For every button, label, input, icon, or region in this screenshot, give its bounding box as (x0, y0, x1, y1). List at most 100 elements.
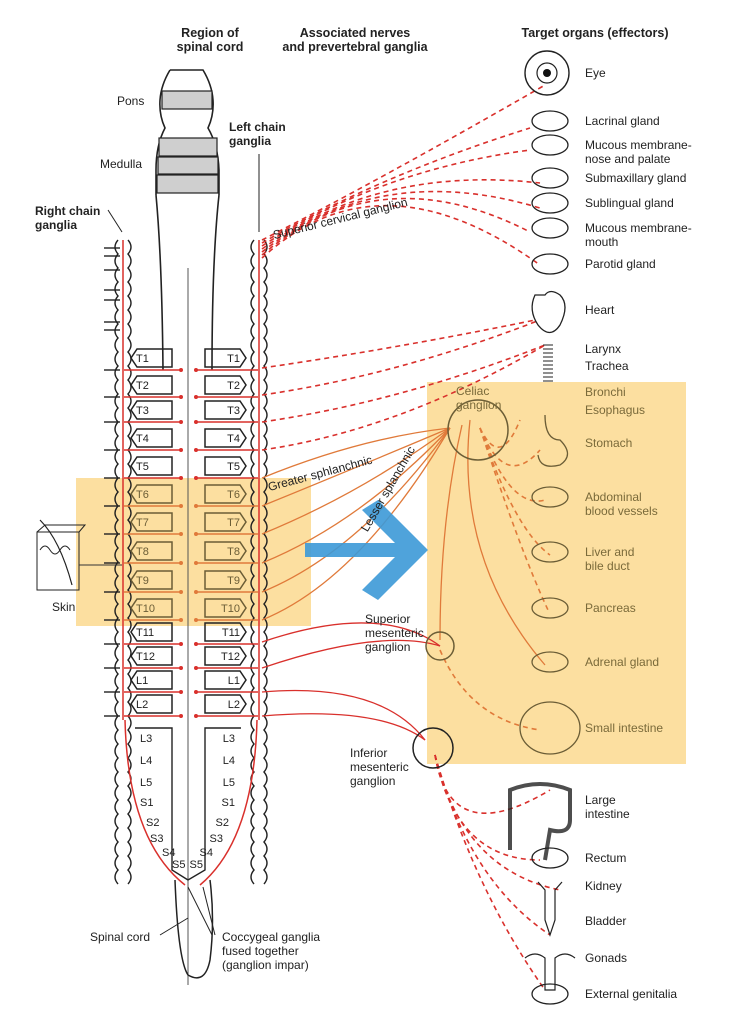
segment-label-left-S2: S2 (146, 817, 159, 829)
rectum-icon (531, 847, 569, 869)
eye-iris (536, 62, 558, 84)
segment-box-left-T5 (130, 456, 173, 476)
organ-label-blood-vessels: Abdominal blood vessels (585, 490, 658, 518)
segment-box-right-T2 (204, 375, 247, 395)
segment-box-left-L1 (130, 670, 173, 690)
inferior-mesenteric-fiber-4 (434, 754, 546, 991)
segment-label-right-T2: T2 (227, 380, 240, 392)
organ-label-heart: Heart (585, 303, 615, 317)
fiber-dot-right-T8 (179, 561, 183, 565)
eye-pupil (543, 69, 551, 77)
inferior-mesenteric-ganglion-label: Inferior mesenteric ganglion (350, 746, 409, 788)
organ-label-bladder: Bladder (585, 914, 627, 928)
lacrimal-gland-icon (531, 110, 569, 132)
small-intestine-fiber (439, 649, 541, 731)
fiber-dot-right-T6 (179, 504, 183, 508)
segment-box-right-T1 (204, 348, 247, 368)
mucous-membrane-mouth-icon-shape (531, 217, 569, 239)
header-associated-nerves: Associated nerves and prevertebral gangl… (282, 26, 428, 54)
lower-cord-outline (135, 727, 241, 881)
superior-mesenteric-ganglion-label: Superior mesenteric ganglion (365, 612, 424, 654)
segment-box-right-T12 (204, 646, 247, 666)
splanchnic-fiber-3 (261, 427, 451, 564)
spinal-cord-label: Spinal cord (90, 930, 151, 944)
superior-mesenteric-fiber (439, 424, 463, 641)
segment-label-left-T10: T10 (136, 603, 155, 615)
segment-label-left-S3: S3 (150, 833, 163, 845)
fiber-dot-left-T10 (194, 618, 198, 622)
segment-label-left-S4: S4 (162, 847, 175, 859)
segment-box-left-T12 (130, 646, 173, 666)
inferior-mesenteric-fiber-1 (434, 754, 541, 861)
inferior-mesenteric-ganglion-circle (412, 727, 454, 769)
organ-label-eye: Eye (585, 66, 606, 80)
fiber-dot-right-T7 (179, 532, 183, 536)
mucous-membrane-nose-icon-shape (531, 134, 569, 156)
trachea-icon (543, 344, 553, 382)
segment-box-right-T4 (204, 428, 247, 448)
postganglionic-fiber-thoracic-0 (261, 317, 546, 369)
fiber-dot-left-T4 (194, 448, 198, 452)
coccygeal-pointer-2 (202, 886, 216, 936)
coccygeal-ganglia-label: Coccygeal ganglia fused together (gangli… (222, 930, 321, 972)
fiber-dot-right-T10 (179, 618, 183, 622)
postganglionic-fiber-head-4 (261, 190, 541, 253)
fiber-dot-right-T9 (179, 590, 183, 594)
segment-label-left-T8: T8 (136, 546, 149, 558)
highlight-region-abdominal-organs (427, 382, 686, 764)
segment-label-right-T5: T5 (227, 461, 240, 473)
fiber-dot-right-T12 (179, 666, 183, 670)
celiac-ganglion-label: Celiac ganglion (456, 384, 502, 412)
fiber-dot-left-T8 (194, 561, 198, 565)
pancreas-icon-shape (531, 597, 569, 619)
fiber-dot-left-T1 (194, 368, 198, 372)
adrenal-gland-icon (531, 651, 569, 673)
segment-box-left-T7 (130, 512, 173, 532)
postganglionic-fiber-head-5 (261, 197, 531, 256)
segment-box-left-T2 (130, 375, 173, 395)
fiber-dot-right-L1 (179, 690, 183, 694)
colon-shape (508, 782, 572, 861)
organ-label-submaxillary-gland: Submaxillary gland (585, 171, 687, 185)
submaxillary-gland-icon (531, 167, 569, 189)
heart-shape (531, 290, 566, 334)
organ-label-small-intestine: Small intestine (585, 721, 664, 735)
external-genitalia-icon (531, 983, 569, 1005)
urinary-tract-shape (537, 881, 563, 937)
submaxillary-gland-icon-shape (531, 167, 569, 189)
segment-box-left-T6 (130, 484, 173, 504)
segment-box-left-L2 (130, 694, 173, 714)
skin-icon (36, 519, 122, 591)
left-chain-ganglia-label: Left chain ganglia (229, 120, 286, 148)
splanchnic-fiber-1 (261, 427, 451, 507)
pons-label: Pons (117, 94, 145, 108)
spinal-cord-tail (174, 879, 214, 979)
fiber-dot-left-T9 (194, 590, 198, 594)
segment-label-left-T11: T11 (136, 627, 154, 639)
fiber-dot-left-T7 (194, 532, 198, 536)
sublingual-gland-icon-shape (531, 192, 569, 214)
fiber-dot-left-T3 (194, 420, 198, 424)
segment-box-left-T4 (130, 428, 173, 448)
segment-label-left-T3: T3 (136, 405, 149, 417)
right-chain-pointer (107, 209, 123, 233)
organ-label-bronchi: Bronchi (585, 385, 626, 399)
fiber-dot-left-T5 (194, 476, 198, 480)
segment-label-left-T12: T12 (136, 651, 155, 663)
segment-box-right-L2 (204, 694, 247, 714)
segment-label-left-L3: L3 (140, 733, 152, 745)
header-target-organs: Target organs (effectors) (521, 26, 669, 40)
celiac-fiber-0 (479, 419, 521, 448)
organ-label-external-genitalia: External genitalia (585, 987, 678, 1001)
eye-icon (524, 50, 570, 96)
coccygeal-pointer-1 (187, 886, 213, 936)
parotid-gland-icon-shape (531, 253, 569, 275)
postganglionic-fiber-head-0 (261, 84, 546, 241)
segment-label-right-T3: T3 (227, 405, 240, 417)
celiac-ganglion-circle (447, 399, 509, 461)
lesser-splanchnic-fiber-0 (261, 622, 441, 647)
right-chain-outline (114, 239, 119, 885)
lumbar-splanchnic-fiber-0 (261, 689, 426, 741)
uterus-shape (524, 953, 576, 991)
celiac-fiber-2 (479, 427, 546, 502)
